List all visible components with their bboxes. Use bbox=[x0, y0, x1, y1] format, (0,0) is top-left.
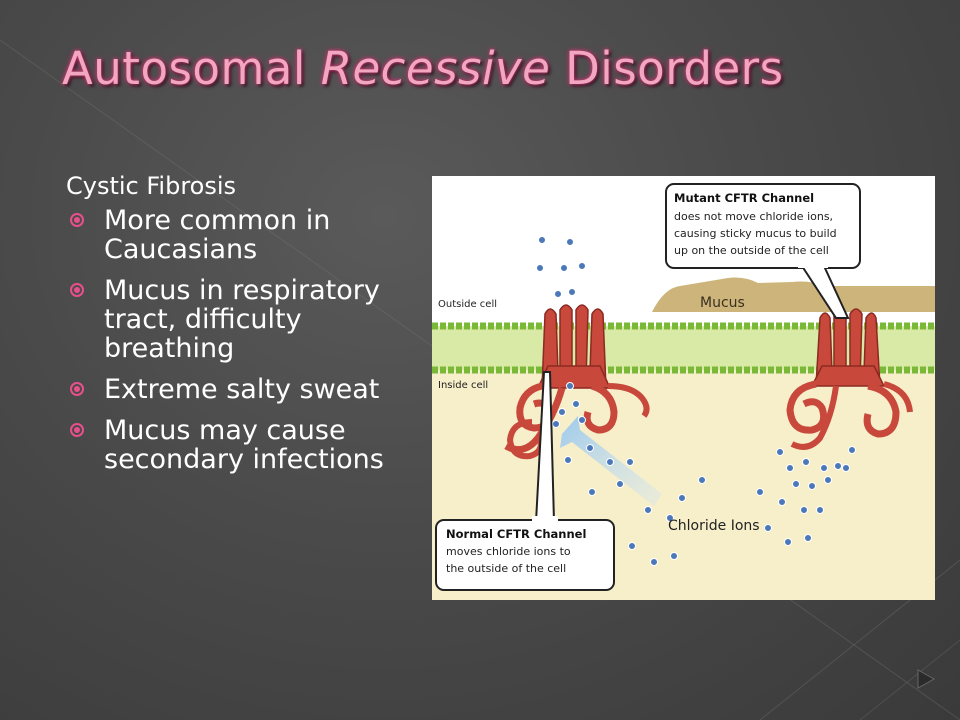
ion bbox=[536, 264, 544, 272]
inside-cell-label: Inside cell bbox=[438, 380, 488, 391]
mutant-cftr-channel bbox=[786, 308, 913, 450]
ion bbox=[568, 288, 576, 296]
ion bbox=[764, 524, 772, 532]
ion bbox=[552, 420, 560, 428]
ion bbox=[578, 262, 586, 270]
ion bbox=[802, 458, 810, 466]
bullet-item: More common in Caucasians bbox=[66, 206, 426, 264]
bullet-item: Mucus in respiratory tract, difficulty b… bbox=[66, 276, 426, 363]
chloride-ions-label: Chloride Ions bbox=[668, 518, 760, 534]
ion bbox=[564, 456, 572, 464]
slide-title: Autosomal Recessive Disorders bbox=[62, 42, 784, 95]
ion bbox=[678, 494, 686, 502]
ion bbox=[792, 480, 800, 488]
ion bbox=[554, 290, 562, 298]
ion bbox=[578, 416, 586, 424]
bullet-text: Mucus may cause secondary infections bbox=[104, 415, 384, 475]
bullet-text: Mucus in respiratory tract, difficulty b… bbox=[104, 275, 380, 364]
ion bbox=[650, 558, 658, 566]
ion bbox=[778, 498, 786, 506]
ion bbox=[586, 444, 594, 452]
ion bbox=[842, 464, 850, 472]
bullet-icon bbox=[70, 423, 84, 437]
ion bbox=[824, 476, 832, 484]
ion bbox=[566, 238, 574, 246]
ion bbox=[628, 542, 636, 550]
mutant-channel-callout: Mutant CFTR Channel does not move chlori… bbox=[665, 183, 861, 319]
ion bbox=[626, 458, 634, 466]
bullet-icon bbox=[70, 213, 84, 227]
ion bbox=[784, 538, 792, 546]
mutant-callout-line: does not move chloride ions, bbox=[674, 210, 833, 223]
normal-cftr-channel bbox=[504, 304, 650, 460]
mucus-layer bbox=[652, 277, 935, 312]
title-part-2: Recessive bbox=[320, 42, 551, 95]
bullet-icon bbox=[70, 283, 84, 297]
title-part-1: Autosomal bbox=[62, 42, 321, 95]
bullet-item: Extreme salty sweat bbox=[66, 375, 426, 404]
bullet-icon bbox=[70, 382, 84, 396]
ion bbox=[560, 264, 568, 272]
ion bbox=[606, 458, 614, 466]
normal-callout-line: moves chloride ions to bbox=[446, 545, 571, 558]
ion bbox=[572, 400, 580, 408]
title-part-3: Disorders bbox=[550, 42, 784, 95]
normal-channel-callout: Normal CFTR Channel moves chloride ions … bbox=[435, 371, 615, 591]
ion bbox=[804, 534, 812, 542]
ion bbox=[834, 462, 842, 470]
content-block: Cystic Fibrosis More common in Caucasian… bbox=[66, 170, 426, 486]
ion bbox=[616, 480, 624, 488]
ion bbox=[644, 506, 652, 514]
normal-callout-title: Normal CFTR Channel bbox=[446, 527, 586, 541]
ion bbox=[848, 446, 856, 454]
ion bbox=[698, 476, 706, 484]
ion bbox=[816, 506, 824, 514]
mutant-callout-line: up on the outside of the cell bbox=[674, 244, 829, 257]
bullet-text: Extreme salty sweat bbox=[104, 374, 380, 405]
bullet-text: More common in Caucasians bbox=[104, 205, 331, 265]
ion bbox=[786, 464, 794, 472]
outside-cell-label: Outside cell bbox=[438, 299, 497, 310]
ion bbox=[800, 506, 808, 514]
ion bbox=[566, 382, 574, 390]
normal-callout-line: the outside of the cell bbox=[446, 562, 566, 575]
ion bbox=[666, 514, 674, 522]
cftr-diagram: Mucus Outside cell Inside cell bbox=[432, 176, 935, 600]
ion bbox=[538, 236, 546, 244]
ion bbox=[558, 408, 566, 416]
next-arrow-icon[interactable] bbox=[916, 668, 936, 690]
ion bbox=[670, 552, 678, 560]
ion bbox=[808, 482, 816, 490]
content-heading: Cystic Fibrosis bbox=[66, 172, 237, 200]
mutant-callout-line: causing sticky mucus to build bbox=[674, 227, 837, 240]
ion bbox=[776, 448, 784, 456]
mutant-callout-title: Mutant CFTR Channel bbox=[674, 191, 814, 205]
chloride-ions bbox=[536, 236, 856, 566]
ion bbox=[588, 488, 596, 496]
mucus-label: Mucus bbox=[700, 295, 745, 311]
bullet-list: More common in Caucasians Mucus in respi… bbox=[66, 206, 426, 474]
ion bbox=[820, 464, 828, 472]
bullet-item: Mucus may cause secondary infections bbox=[66, 416, 426, 474]
ion bbox=[756, 488, 764, 496]
